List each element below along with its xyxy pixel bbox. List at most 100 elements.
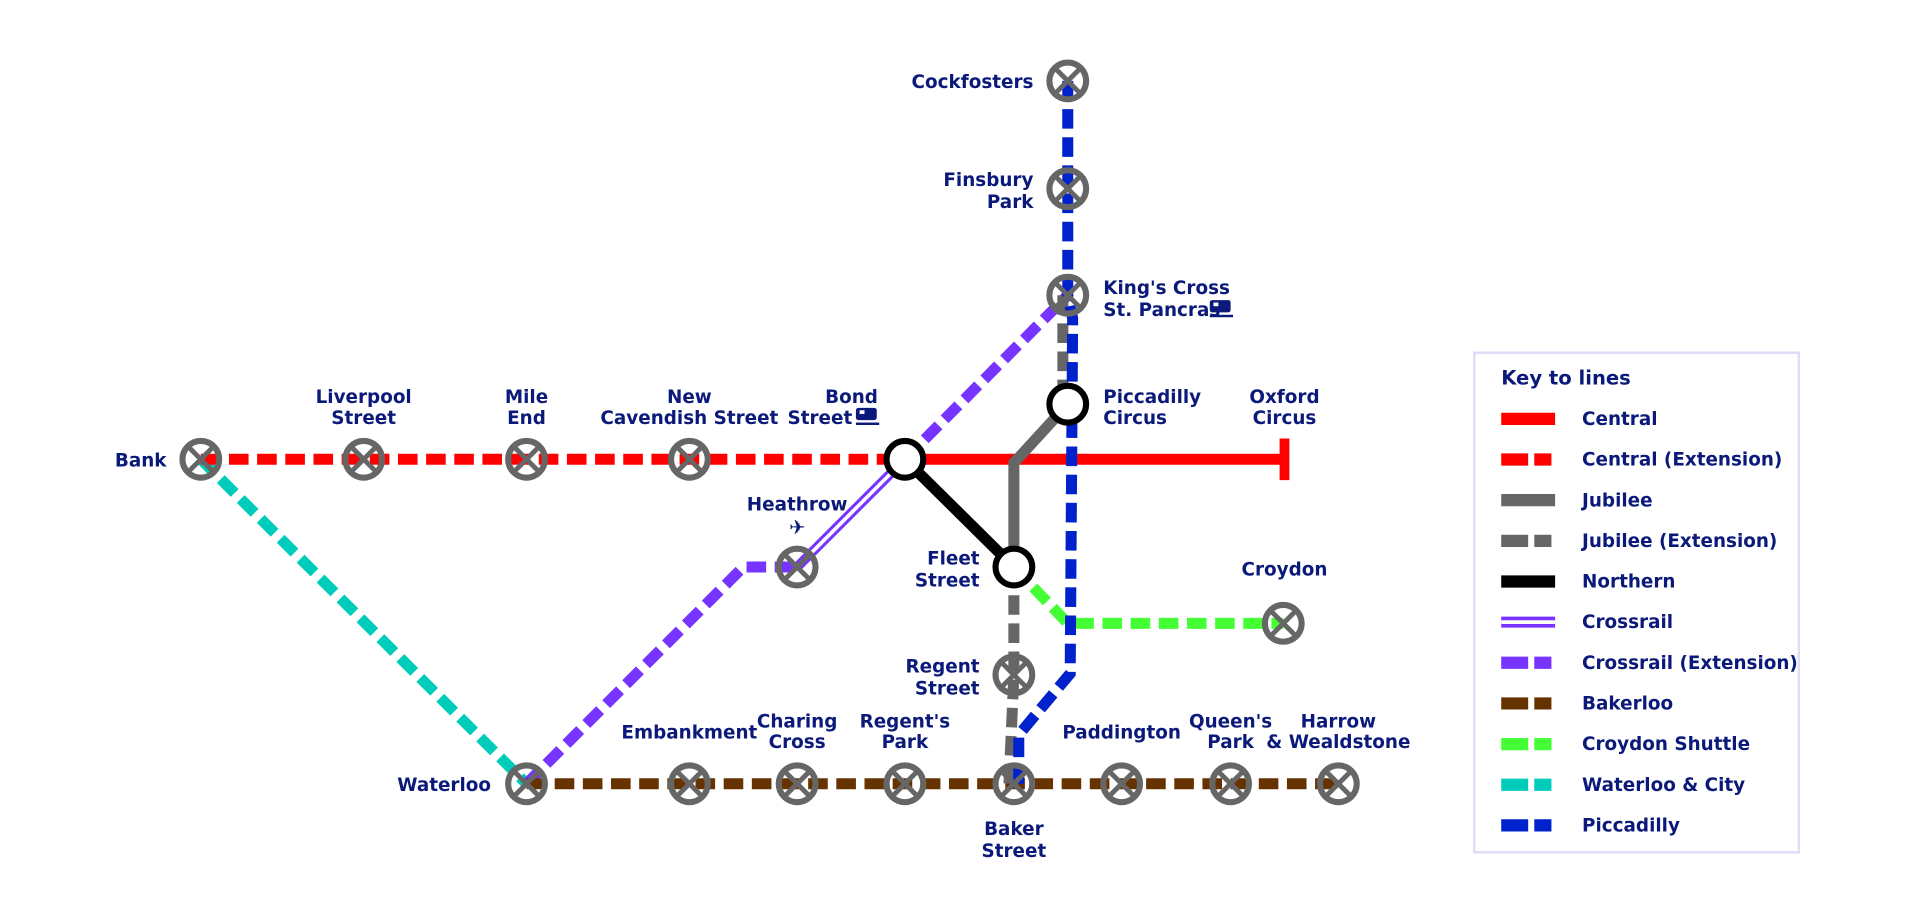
legend-box [1473,351,1800,854]
station-marker [342,437,386,481]
line-northern [901,455,1018,571]
station-labels: Cockfosters Finsbury Park King's Cross S… [115,72,1411,862]
station-marker [505,762,548,806]
legend-item: Croydon Shuttle [1501,734,1750,755]
label-regents-park-2: Park [882,732,929,753]
station-mile-end[interactable] [505,437,548,481]
interchange-fleet-street[interactable] [992,545,1036,589]
label-cockfosters: Cockfosters [912,72,1034,93]
label-croydon: Croydon [1242,560,1328,581]
label-oxford-circus-2: Circus [1253,408,1317,429]
station-embankment[interactable] [667,762,711,806]
station-baker-street[interactable] [992,762,1036,806]
interchange-piccadilly-circus[interactable] [1046,382,1090,426]
label-piccadilly-circus-2: Circus [1103,408,1167,429]
station-cross-icon [1325,771,1352,797]
station-marker [1100,762,1144,806]
station-harrow[interactable] [1316,762,1360,806]
label-oxford-circus: Oxford [1249,387,1319,408]
label-bank: Bank [115,451,167,472]
station-cross-icon [1055,175,1081,202]
station-marker [883,762,927,806]
station-marker [1261,601,1305,645]
label-harrow-2: & Wealdstone [1266,732,1410,753]
label-new-cavendish-2: Cavendish Street [600,408,778,429]
label-fleet-street: Fleet [927,549,980,570]
label-embankment: Embankment [621,722,757,743]
label-baker-street-2: Street [982,841,1047,862]
legend-item: Jubilee [1501,490,1653,511]
station-cross-icon [188,446,214,473]
interchange-bond-street[interactable] [883,437,927,481]
legend-title: Key to lines [1501,367,1631,390]
label-liverpool-street-2: Street [331,408,396,429]
station-waterloo[interactable] [505,762,548,806]
station-charing-cross[interactable] [775,762,819,806]
station-kings-cross[interactable] [1046,273,1090,317]
station-new-cavendish-street[interactable] [667,437,711,481]
label-queens-park: Queen's [1189,711,1272,732]
stations [179,59,1360,806]
station-marker [1046,59,1090,103]
station-regent-street[interactable] [992,653,1036,697]
legend-label: Crossrail [1582,612,1673,633]
station-marker [992,762,1036,806]
station-cross-icon [1055,282,1081,308]
station-queens-park[interactable] [1209,762,1253,806]
label-fleet-street-2: Street [915,571,980,592]
station-cockfosters[interactable] [1046,59,1090,103]
legend-item: Crossrail [1501,612,1673,633]
station-cross-icon [1001,662,1027,688]
station-cross-icon [892,771,918,797]
station-cross-icon [513,771,540,797]
label-new-cavendish: New [667,387,712,408]
label-waterloo: Waterloo [397,775,491,796]
label-kings-cross: King's Cross [1103,278,1230,299]
station-cross-icon [1108,771,1135,797]
line-crossrail-inner [795,457,907,569]
label-regent-street: Regent [906,656,980,677]
station-regents-park[interactable] [883,762,927,806]
legend-item: Piccadilly [1501,816,1680,837]
line-piccadilly [1013,80,1079,784]
label-regent-street-2: Street [915,678,980,699]
station-cross-icon [1217,771,1244,797]
legend-item: Northern [1501,572,1676,593]
label-charing-cross-2: Cross [769,732,826,753]
label-heathrow: Heathrow [747,495,848,516]
label-bond-street: Bond [825,387,878,408]
station-paddington[interactable] [1100,762,1144,806]
legend-label: Northern [1582,572,1675,593]
legend-item: Bakerloo [1501,694,1673,715]
label-regents-park: Regent's [860,711,951,732]
line-jubilee [1008,400,1072,568]
station-liverpool-street[interactable] [342,437,386,481]
station-bank[interactable] [179,437,223,481]
label-mile-end: Mile [505,387,548,408]
label-mile-end-2: End [507,408,546,429]
station-heathrow[interactable] [775,545,819,589]
label-finsbury-park-2: Park [987,192,1034,213]
station-cross-icon [784,554,810,580]
legend-item: Crossrail (Extension) [1501,653,1798,674]
station-marker [775,762,819,806]
train-icon [855,407,880,425]
legend-label: Jubilee (Extension) [1580,531,1777,552]
station-marker [1046,273,1090,317]
map-lines [196,80,1339,790]
legend-label: Bakerloo [1582,694,1673,715]
label-queens-park-2: Park [1207,732,1254,753]
label-kings-cross-2: St. Pancras [1103,300,1220,321]
plane-icon: ✈ [789,516,805,539]
legend-item: Waterloo & City [1501,775,1745,796]
line-waterloo-city [196,455,531,788]
legend-item: Central [1501,409,1658,430]
label-piccadilly-circus: Piccadilly [1103,387,1201,408]
station-croydon[interactable] [1261,601,1305,645]
legend-label: Jubilee [1580,490,1653,511]
station-cross-icon [1270,610,1297,637]
train-icon [1209,300,1234,318]
station-finsbury-park[interactable] [1046,167,1090,211]
